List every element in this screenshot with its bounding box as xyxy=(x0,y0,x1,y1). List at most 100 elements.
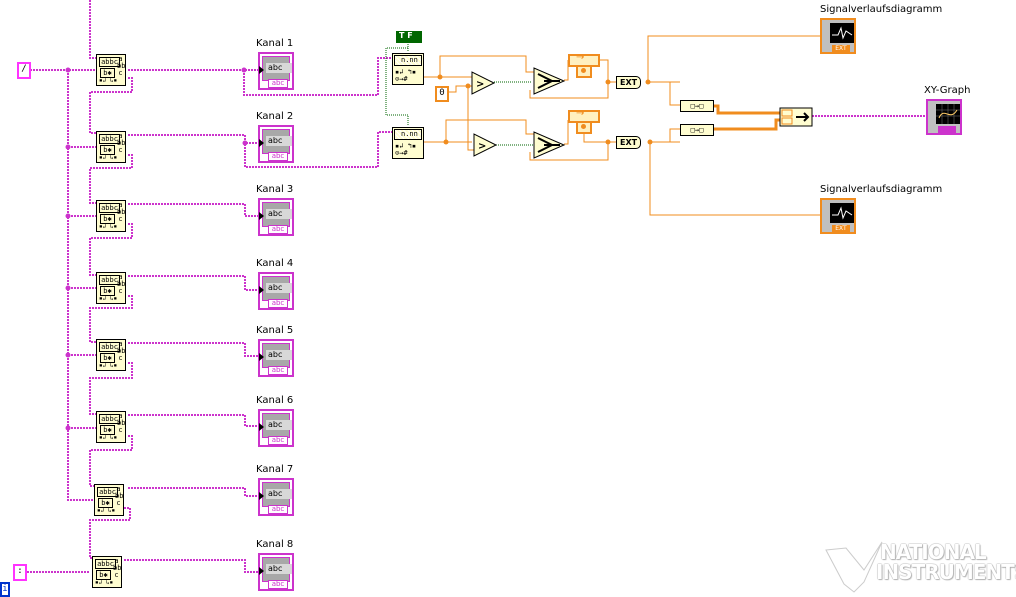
node-terminals: ▪↲ ↳▪ xyxy=(99,77,118,84)
sub-format-label: b✱ xyxy=(100,286,115,296)
wire xyxy=(649,142,822,216)
input-arrow-icon xyxy=(259,423,264,431)
delimiter-constant-colon[interactable]: : xyxy=(13,564,27,581)
wire xyxy=(128,275,258,291)
greater-than-comparator[interactable]: > xyxy=(473,133,498,157)
bundle-node[interactable]: □→□ xyxy=(680,100,714,112)
format-string-label: abbc xyxy=(99,57,120,67)
waveform-chart-terminal[interactable]: EXT xyxy=(820,18,856,54)
string-indicator-terminal[interactable]: abc abc xyxy=(258,52,294,90)
format-string-label: abbc xyxy=(99,414,120,424)
scan-value-node[interactable]: n.nn ▪↲ ↰▪ ⊙→# xyxy=(392,127,424,159)
junction xyxy=(645,79,651,85)
scan-value-node[interactable]: n.nn ▪↲ ↰▪ ⊙→# xyxy=(392,53,424,85)
comparator-symbol: > xyxy=(476,79,484,90)
arrow-right-icon: → xyxy=(576,108,585,119)
sub-format-label: b✱ xyxy=(96,570,111,580)
format-string-label: abbc xyxy=(95,559,116,569)
type-tag: abc xyxy=(268,366,288,375)
xy-graph-label: XY-Graph xyxy=(924,85,971,96)
wire xyxy=(445,119,534,142)
junction xyxy=(605,79,611,85)
format-string-label: abbc xyxy=(99,134,120,144)
type-tag: abc xyxy=(268,79,288,88)
format-string-label: abbc xyxy=(99,203,120,213)
waveform-chart-terminal[interactable]: EXT xyxy=(820,198,856,234)
delimiter-constant-slash[interactable]: / xyxy=(17,62,31,79)
wire xyxy=(439,55,534,77)
type-tag: abc xyxy=(268,299,288,308)
boolean-constant[interactable]: T F xyxy=(396,31,422,43)
junction xyxy=(65,352,71,358)
xy-graph-terminal[interactable] xyxy=(926,99,962,135)
indicator-value: abc xyxy=(266,283,292,293)
node-terminals: ▪↲ ↳▪ xyxy=(97,507,116,514)
junction xyxy=(443,139,449,145)
wire xyxy=(89,362,133,415)
wire xyxy=(669,128,682,142)
boolean-wires xyxy=(385,42,534,146)
chart-icon xyxy=(830,203,854,223)
wire xyxy=(128,414,258,427)
junction xyxy=(65,144,71,150)
feedback-init[interactable] xyxy=(576,65,592,78)
output-labels: a bb c xyxy=(117,55,126,77)
wire xyxy=(583,132,616,143)
wire xyxy=(529,142,609,161)
wire xyxy=(598,59,616,83)
wire xyxy=(89,0,96,59)
build-array-node[interactable] xyxy=(779,107,813,127)
string-wires xyxy=(24,0,928,573)
select-node[interactable] xyxy=(533,131,566,159)
format-string-label: abbc xyxy=(99,342,120,352)
node-terminals: ▪↲ ↳▪ xyxy=(99,434,118,441)
input-arrow-icon xyxy=(259,567,264,575)
wire xyxy=(89,295,133,343)
input-arrow-icon xyxy=(259,492,264,500)
wire xyxy=(124,559,258,573)
greater-than-comparator[interactable]: > xyxy=(471,71,496,95)
output-labels: a bb c xyxy=(117,340,126,362)
sub-format-label: b✱ xyxy=(100,353,115,363)
logo-line-1: NATIONAL xyxy=(880,540,987,564)
feedback-init[interactable] xyxy=(576,121,592,134)
format-label: n.nn xyxy=(394,55,422,66)
to-extended-node[interactable]: EXT xyxy=(616,136,642,149)
node-terminals: ▪↲ ↳▪ xyxy=(99,362,118,369)
channel-label: Kanal 1 xyxy=(256,38,294,49)
chart-type-tag: EXT xyxy=(832,45,850,52)
wire xyxy=(89,223,133,276)
wire xyxy=(243,57,392,96)
string-indicator-terminal[interactable]: abc abc xyxy=(258,272,294,310)
indicator-value: abc xyxy=(266,63,292,73)
output-labels: a bb c xyxy=(115,485,124,507)
xy-graph-icon xyxy=(936,104,960,124)
channel-label: Kanal 4 xyxy=(256,258,294,269)
zero-constant[interactable]: 0 xyxy=(435,86,449,102)
node-terminals: ▪↲ ↳▪ xyxy=(95,579,114,586)
select-node[interactable] xyxy=(533,67,566,95)
to-extended-node[interactable]: EXT xyxy=(616,76,642,89)
waveform-chart-label: Signalverlaufsdiagramm xyxy=(820,4,943,15)
waveform-chart-label: Signalverlaufsdiagramm xyxy=(820,184,943,195)
format-label: n.nn xyxy=(394,129,422,140)
bundle-node[interactable]: □→□ xyxy=(680,124,714,136)
node-terminals: ▪↲ ↰▪ xyxy=(395,142,417,150)
comparator-symbol: > xyxy=(478,141,486,152)
ni-logo: NATIONAL INSTRUMENTS xyxy=(824,540,1016,596)
node-bottom: ⊙→# xyxy=(395,75,408,83)
